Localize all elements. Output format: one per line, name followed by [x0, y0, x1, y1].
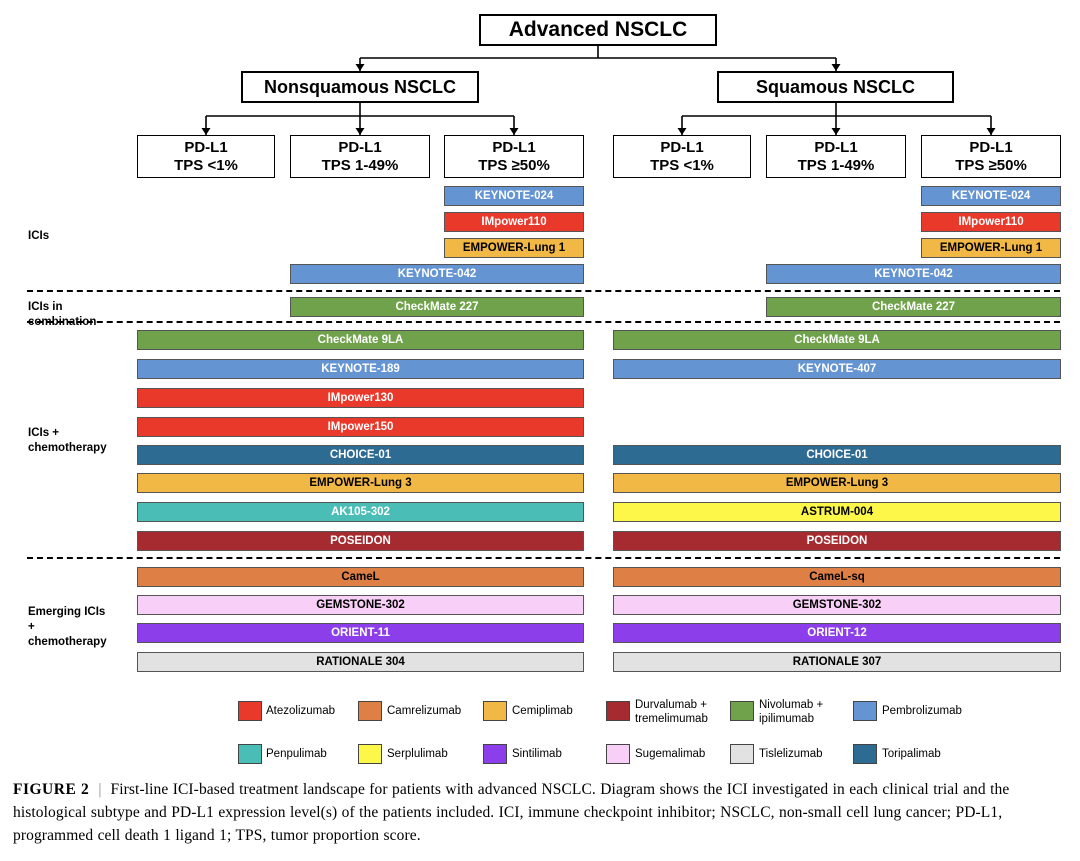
trial-bar: KEYNOTE-189	[137, 359, 584, 379]
trial-bar: GEMSTONE-302	[137, 595, 584, 615]
legend-swatch	[853, 701, 877, 721]
tps-range: TPS ≥50%	[955, 156, 1027, 174]
trial-bar: IMpower110	[444, 212, 584, 232]
pd-l1-label: PD-L1	[660, 138, 704, 156]
trial-bar: CHOICE-01	[613, 445, 1061, 465]
trial-bar: EMPOWER-Lung 3	[137, 473, 584, 493]
figure-caption: FIGURE 2 |First-line ICI-based treatment …	[13, 778, 1071, 847]
arrowhead	[355, 128, 365, 135]
trial-bar: IMpower110	[921, 212, 1061, 232]
trial-bar: RATIONALE 307	[613, 652, 1061, 672]
arrowhead	[509, 128, 519, 135]
tps-range: TPS <1%	[174, 156, 238, 174]
trial-bar: ORIENT-12	[613, 623, 1061, 643]
legend-swatch	[483, 701, 507, 721]
section-divider	[27, 321, 1060, 323]
pd-l1-node-nonsq-low: PD-L1 TPS <1%	[137, 135, 275, 178]
trial-bar: CheckMate 9LA	[137, 330, 584, 350]
legend-swatch	[358, 744, 382, 764]
pd-l1-label: PD-L1	[492, 138, 536, 156]
tps-range: TPS 1-49%	[797, 156, 875, 174]
legend-label: Atezolizumab	[266, 705, 336, 717]
tps-range: TPS ≥50%	[478, 156, 550, 174]
legend-swatch	[730, 744, 754, 764]
trial-bar: KEYNOTE-042	[766, 264, 1061, 284]
arrowhead	[201, 128, 211, 135]
tps-range: TPS <1%	[650, 156, 714, 174]
trial-bar: EMPOWER-Lung 1	[921, 238, 1061, 258]
trial-bar: CameL-sq	[613, 567, 1061, 587]
category-label-icis-combination: ICIs in combination	[28, 301, 97, 328]
legend-label: Durvalumab + tremelimumab	[635, 699, 708, 725]
trial-bar: CHOICE-01	[137, 445, 584, 465]
branch-node-nonsquamous: Nonsquamous NSCLC	[241, 71, 479, 103]
arrowhead	[355, 64, 365, 71]
legend-swatch	[606, 701, 630, 721]
pd-l1-node-nonsq-mid: PD-L1 TPS 1-49%	[290, 135, 430, 178]
legend-label: Toripalimab	[882, 748, 941, 760]
trial-bar: IMpower150	[137, 417, 584, 437]
legend-label: Serplulimab	[387, 748, 448, 760]
trial-bar: ORIENT-11	[137, 623, 584, 643]
arrowhead	[677, 128, 687, 135]
caption-text: First-line ICI-based treatment landscape…	[13, 781, 1010, 844]
trial-bar: RATIONALE 304	[137, 652, 584, 672]
trial-bar: POSEIDON	[137, 531, 584, 551]
section-divider	[27, 557, 1060, 559]
legend-swatch	[358, 701, 382, 721]
arrowhead	[831, 128, 841, 135]
trial-bar: KEYNOTE-024	[444, 186, 584, 206]
legend-label: Sugemalimab	[635, 748, 706, 760]
pd-l1-label: PD-L1	[338, 138, 382, 156]
legend-swatch	[730, 701, 754, 721]
trial-bar: CameL	[137, 567, 584, 587]
figure-label: FIGURE 2	[13, 781, 90, 798]
trial-bar: POSEIDON	[613, 531, 1061, 551]
legend-swatch	[238, 744, 262, 764]
legend-swatch	[483, 744, 507, 764]
trial-bar: CheckMate 9LA	[613, 330, 1061, 350]
legend-label: Cemiplimab	[512, 705, 573, 717]
trial-bar: EMPOWER-Lung 1	[444, 238, 584, 258]
trial-bar: KEYNOTE-042	[290, 264, 584, 284]
arrowhead	[831, 64, 841, 71]
pd-l1-label: PD-L1	[184, 138, 228, 156]
trial-bar: KEYNOTE-024	[921, 186, 1061, 206]
tree-connectors	[201, 46, 996, 135]
pd-l1-node-nonsq-high: PD-L1 TPS ≥50%	[444, 135, 584, 178]
legend-swatch	[606, 744, 630, 764]
caption-separator: |	[98, 781, 102, 798]
trial-bar: GEMSTONE-302	[613, 595, 1061, 615]
pd-l1-label: PD-L1	[969, 138, 1013, 156]
trial-bar: CheckMate 227	[766, 297, 1061, 317]
legend-label: Penpulimab	[266, 748, 327, 760]
legend-label: Camrelizumab	[387, 705, 462, 717]
arrowhead	[986, 128, 996, 135]
trial-bar: IMpower130	[137, 388, 584, 408]
legend-label: Tislelizumab	[759, 748, 823, 760]
branch-node-squamous: Squamous NSCLC	[717, 71, 954, 103]
section-divider	[27, 290, 1060, 292]
category-label-emerging: Emerging ICIs + chemotherapy	[28, 606, 107, 648]
legend-label: Pembrolizumab	[882, 705, 962, 717]
trial-bar: ASTRUM-004	[613, 502, 1061, 522]
category-label-icis-chemotherapy: ICIs + chemotherapy	[28, 427, 107, 454]
legend-label: Nivolumab + ipilimumab	[759, 699, 824, 725]
pd-l1-node-sq-mid: PD-L1 TPS 1-49%	[766, 135, 906, 178]
pd-l1-node-sq-low: PD-L1 TPS <1%	[613, 135, 751, 178]
pd-l1-label: PD-L1	[814, 138, 858, 156]
legend-swatch	[853, 744, 877, 764]
trial-bar: AK105-302	[137, 502, 584, 522]
pd-l1-node-sq-high: PD-L1 TPS ≥50%	[921, 135, 1061, 178]
category-label-icis: ICIs	[28, 230, 50, 242]
root-node: Advanced NSCLC	[479, 14, 717, 46]
trial-bar: EMPOWER-Lung 3	[613, 473, 1061, 493]
legend-swatch	[238, 701, 262, 721]
trial-bar: CheckMate 227	[290, 297, 584, 317]
legend-label: Sintilimab	[512, 748, 562, 760]
trial-bar: KEYNOTE-407	[613, 359, 1061, 379]
tps-range: TPS 1-49%	[321, 156, 399, 174]
